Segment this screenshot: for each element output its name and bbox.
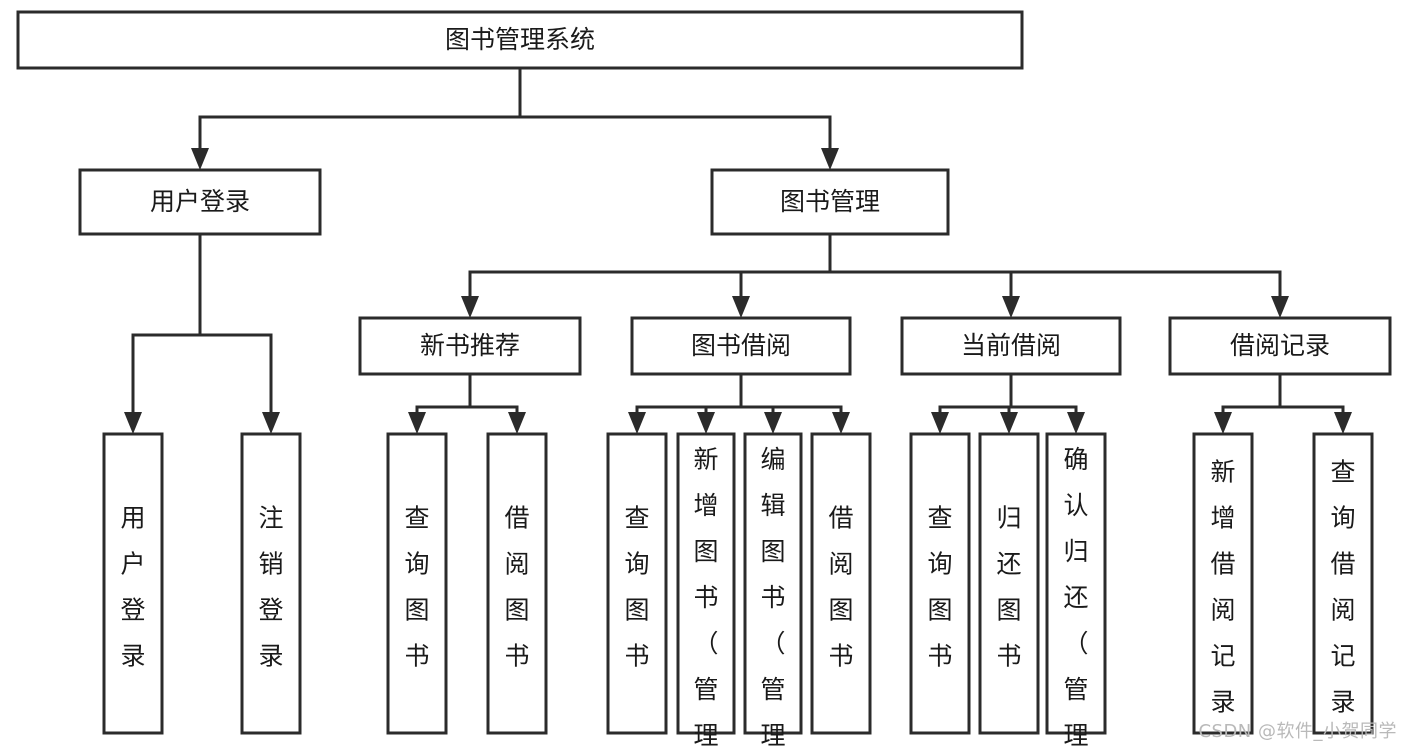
node-box[interactable] <box>486 432 548 735</box>
node-box[interactable] <box>606 432 668 735</box>
node-label: 当前借阅 <box>961 331 1061 360</box>
leaf-node-leaf-borrow-book-2[interactable]: 借阅图书 <box>810 432 872 735</box>
node-label: 借阅图书 <box>504 503 529 670</box>
arrow-head-icon <box>832 412 850 434</box>
node-box[interactable] <box>1168 316 1392 376</box>
node-box[interactable] <box>358 316 582 376</box>
leaf-node-leaf-edit-book[interactable]: 编辑图书（管理员） <box>743 432 803 747</box>
node-label: 归还图书 <box>996 503 1021 670</box>
node-label: 用户登录 <box>150 187 250 216</box>
level3-node-borrow-record[interactable]: 借阅记录 <box>1168 316 1392 376</box>
node-label: 注销登录 <box>258 503 283 670</box>
arrow-head-icon <box>732 296 750 318</box>
leaf-node-leaf-add-book[interactable]: 新增图书（管理员） <box>676 432 736 747</box>
node-box[interactable] <box>810 432 872 735</box>
node-label: 新书推荐 <box>420 331 520 360</box>
node-label: 新增图书（管理员） <box>693 445 718 747</box>
arrow-head-icon <box>1000 412 1018 434</box>
node-box[interactable] <box>710 168 950 236</box>
arrow-head-icon <box>697 412 715 434</box>
arrow-head-icon <box>1214 412 1232 434</box>
node-box[interactable] <box>78 168 322 236</box>
node-label: 图书借阅 <box>691 331 791 360</box>
node-box[interactable] <box>1192 432 1254 735</box>
node-label: 借阅记录 <box>1230 331 1330 360</box>
arrow-head-icon <box>461 296 479 318</box>
arrow-head-icon <box>408 412 426 434</box>
node-box[interactable] <box>630 316 852 376</box>
level2-node-user-login[interactable]: 用户登录 <box>78 168 322 236</box>
node-box[interactable] <box>978 432 1040 735</box>
arrow-head-icon <box>1002 296 1020 318</box>
level3-node-current-borrow[interactable]: 当前借阅 <box>900 316 1122 376</box>
node-label: 查询图书 <box>624 503 649 670</box>
node-label: 查询图书 <box>404 503 429 670</box>
node-box[interactable] <box>1045 432 1107 735</box>
edge-layer <box>124 66 1352 434</box>
arrow-head-icon <box>764 412 782 434</box>
node-label: 借阅图书 <box>828 503 853 670</box>
leaf-node-leaf-confirm-return[interactable]: 确认归还（管理员） <box>1045 432 1107 747</box>
arrow-head-icon <box>124 412 142 434</box>
leaf-node-leaf-query-book-3[interactable]: 查询图书 <box>909 432 971 735</box>
arrow-head-icon <box>191 148 209 170</box>
node-box[interactable] <box>16 10 1024 70</box>
node-box[interactable] <box>240 432 302 735</box>
node-box[interactable] <box>900 316 1122 376</box>
node-label: 确认归还（管理员） <box>1063 445 1088 747</box>
arrow-head-icon <box>1271 296 1289 318</box>
arrow-head-icon <box>931 412 949 434</box>
node-box[interactable] <box>909 432 971 735</box>
arrow-head-icon <box>628 412 646 434</box>
level3-node-book-borrow[interactable]: 图书借阅 <box>630 316 852 376</box>
leaf-node-leaf-return-book[interactable]: 归还图书 <box>978 432 1040 735</box>
arrow-head-icon <box>1067 412 1085 434</box>
level2-node-book-manage[interactable]: 图书管理 <box>710 168 950 236</box>
node-label: 查询图书 <box>927 503 952 670</box>
node-box[interactable] <box>743 432 803 735</box>
node-box[interactable] <box>676 432 736 735</box>
node-box[interactable] <box>386 432 448 735</box>
leaf-node-leaf-user-logout[interactable]: 注销登录 <box>240 432 302 735</box>
arrow-head-icon <box>1334 412 1352 434</box>
node-label: 图书管理 <box>780 187 880 216</box>
leaf-node-leaf-query-book-2[interactable]: 查询图书 <box>606 432 668 735</box>
node-box[interactable] <box>1312 432 1374 735</box>
node-layer: 图书管理系统用户登录图书管理新书推荐图书借阅当前借阅借阅记录用户登录注销登录查询… <box>16 10 1392 747</box>
leaf-node-leaf-add-record[interactable]: 新增借阅记录 <box>1192 432 1254 735</box>
arrow-head-icon <box>262 412 280 434</box>
level3-node-new-book-recommend[interactable]: 新书推荐 <box>358 316 582 376</box>
node-label: 图书管理系统 <box>445 25 595 54</box>
node-box[interactable] <box>102 432 164 735</box>
node-label: 编辑图书（管理员） <box>760 445 785 747</box>
leaf-node-leaf-query-book-1[interactable]: 查询图书 <box>386 432 448 735</box>
leaf-node-leaf-borrow-book-1[interactable]: 借阅图书 <box>486 432 548 735</box>
arrow-head-icon <box>508 412 526 434</box>
node-label: 新增借阅记录 <box>1210 457 1235 716</box>
root-node[interactable]: 图书管理系统 <box>16 10 1024 70</box>
leaf-node-leaf-query-record[interactable]: 查询借阅记录 <box>1312 432 1374 735</box>
node-label: 用户登录 <box>120 503 145 670</box>
arrow-head-icon <box>821 148 839 170</box>
leaf-node-leaf-user-login[interactable]: 用户登录 <box>102 432 164 735</box>
node-label: 查询借阅记录 <box>1330 457 1355 716</box>
